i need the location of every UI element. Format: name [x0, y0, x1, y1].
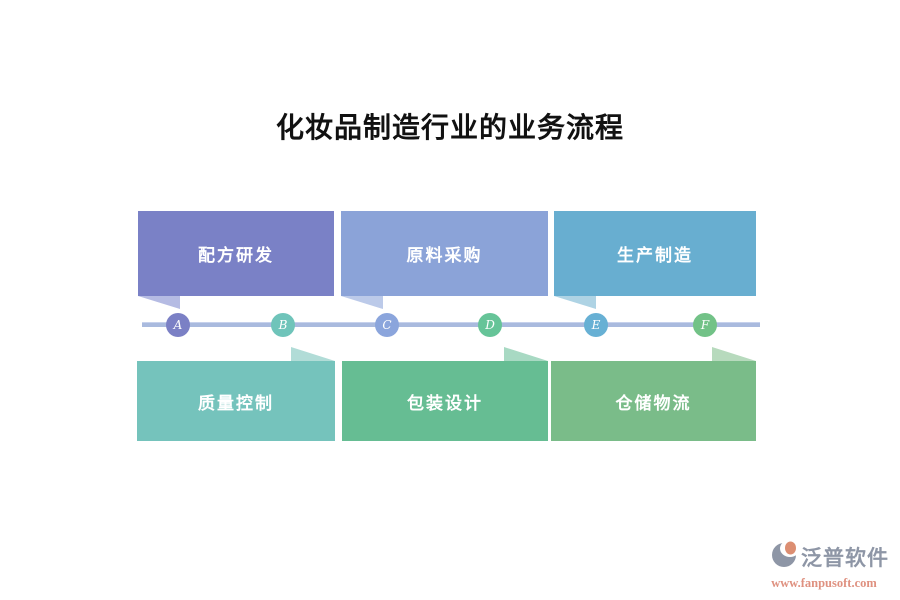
callout-tail	[712, 347, 756, 361]
process-box-formula-rd: 配方研发	[138, 211, 334, 309]
process-box-manufacturing: 生产制造	[554, 211, 756, 309]
process-box-packaging-design: 包装设计	[342, 347, 548, 441]
marker-letter: A	[173, 318, 183, 332]
marker-letter: C	[382, 318, 392, 332]
callout-tail	[341, 296, 383, 309]
callout-tail	[554, 296, 596, 309]
marker-letter: E	[591, 318, 601, 332]
process-box-label: 仓储物流	[615, 393, 692, 413]
process-box-warehouse-logistics: 仓储物流	[551, 347, 756, 441]
timeline-marker-f: F	[693, 313, 717, 337]
timeline-marker-d: D	[478, 313, 502, 337]
watermark-url-text: www.fanpusoft.com	[771, 576, 877, 590]
watermark-brand-text: 泛普软件	[801, 547, 889, 570]
timeline-axis	[142, 322, 760, 327]
timeline-marker-b: B	[271, 313, 295, 337]
process-box-quality-control: 质量控制	[137, 347, 335, 441]
process-box-material-procurement: 原料采购	[341, 211, 548, 309]
marker-letter: B	[278, 318, 288, 332]
timeline-marker-e: E	[584, 313, 608, 337]
process-box-label: 原料采购	[406, 246, 483, 265]
process-box-label: 配方研发	[198, 246, 274, 265]
callout-tail	[291, 347, 335, 361]
timeline-marker-c: C	[375, 313, 399, 337]
marker-letter: D	[485, 318, 495, 332]
timeline-marker-a: A	[166, 313, 190, 337]
fanpu-logo-icon	[772, 539, 800, 575]
process-box-label: 包装设计	[407, 393, 483, 413]
page-title: 化妆品制造行业的业务流程	[275, 113, 624, 144]
callout-tail	[504, 347, 548, 361]
watermark: 泛普软件 www.fanpusoft.com	[759, 539, 889, 591]
marker-letter: F	[700, 318, 710, 332]
process-box-label: 生产制造	[617, 246, 693, 265]
process-box-label: 质量控制	[198, 393, 274, 413]
callout-tail	[138, 296, 180, 309]
